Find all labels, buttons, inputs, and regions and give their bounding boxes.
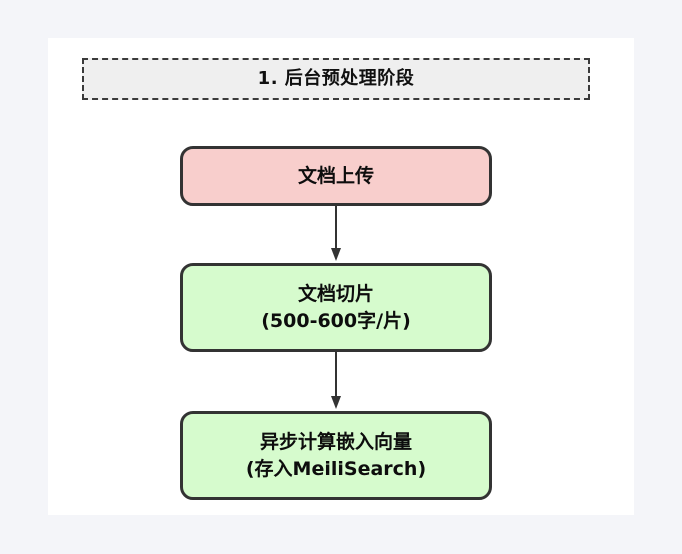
node-document-chunking[interactable]: 文档切片 (500-600字/片)	[180, 263, 492, 352]
arrow-upload-to-chunking	[328, 206, 344, 263]
node-async-embedding[interactable]: 异步计算嵌入向量 (存入MeiliSearch)	[180, 411, 492, 500]
arrow-chunking-to-embedding	[328, 352, 344, 411]
node-label-line-1: 文档上传	[297, 164, 374, 187]
node-label-line-1: 异步计算嵌入向量	[259, 431, 412, 454]
node-label-line-2: (500-600字/片)	[261, 309, 411, 332]
stage-header-box: 1. 后台预处理阶段	[82, 58, 590, 100]
stage-title: 1. 后台预处理阶段	[257, 68, 415, 89]
node-label-line-2: (存入MeiliSearch)	[245, 457, 427, 480]
diagram-canvas: 1. 后台预处理阶段 文档上传 文档切片 (500-600字/片) 异步计算嵌入…	[48, 38, 634, 515]
node-label-line-1: 文档切片	[297, 283, 374, 306]
node-document-upload[interactable]: 文档上传	[180, 146, 492, 206]
